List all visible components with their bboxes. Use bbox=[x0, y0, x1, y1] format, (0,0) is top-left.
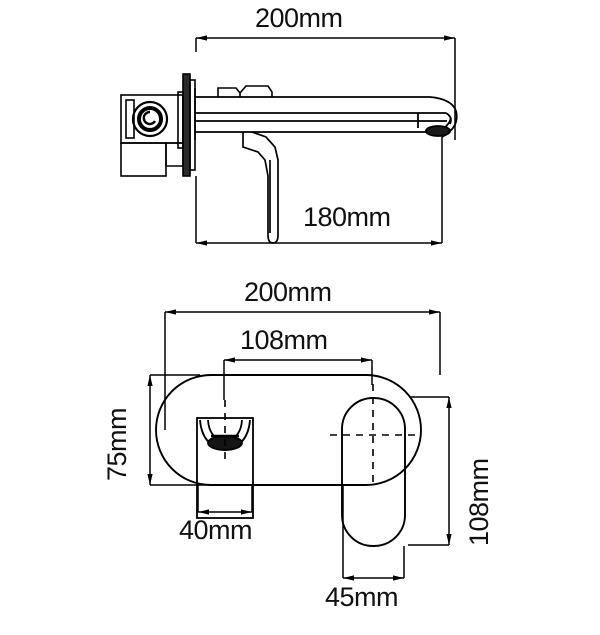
dim-label-front-200: 200mm bbox=[244, 277, 332, 307]
spout-body bbox=[194, 88, 447, 140]
dim-front-108-horizontal bbox=[223, 357, 373, 400]
dim-label-side-180: 180mm bbox=[303, 202, 391, 232]
dim-label-front-75: 75mm bbox=[102, 407, 132, 481]
dim-side-180 bbox=[195, 136, 443, 246]
valve-cartridge-icon bbox=[131, 100, 169, 138]
oval-wall-plate bbox=[155, 374, 422, 486]
dim-front-108-vertical bbox=[408, 396, 452, 546]
dim-front-40 bbox=[197, 485, 253, 515]
wall-plate-edge bbox=[177, 73, 196, 177]
dim-label-front-40: 40mm bbox=[179, 515, 253, 545]
dim-label-front-108-vertical: 108mm bbox=[464, 458, 494, 546]
aerator-outlet bbox=[199, 419, 251, 451]
dim-front-200 bbox=[164, 309, 441, 430]
dim-label-side-200: 200mm bbox=[255, 3, 343, 33]
dim-side-200 bbox=[195, 35, 456, 140]
side-elevation-group bbox=[120, 73, 458, 244]
center-lines bbox=[224, 384, 418, 485]
lever-handle-side bbox=[242, 131, 279, 244]
spout-top-trim bbox=[217, 85, 273, 97]
spout-tip bbox=[417, 96, 458, 138]
extension-lines bbox=[204, 484, 344, 546]
dim-front-45 bbox=[342, 546, 405, 581]
dim-label-front-108-horizontal: 108mm bbox=[240, 325, 328, 355]
lever-handle-front bbox=[341, 397, 406, 547]
dim-label-front-45: 45mm bbox=[325, 582, 399, 612]
dim-front-75 bbox=[147, 374, 204, 486]
